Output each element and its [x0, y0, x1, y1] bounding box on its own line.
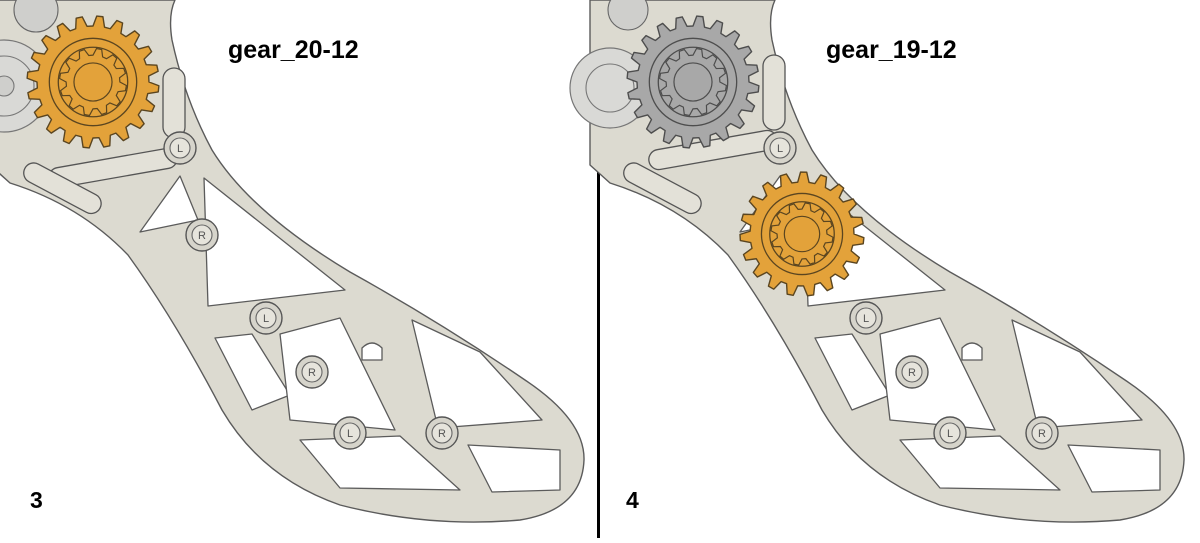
gear-20-12: [26, 15, 160, 149]
pin-letter: R: [908, 367, 916, 379]
pin-letter: R: [438, 428, 446, 440]
background-gear: [13, 0, 59, 33]
pin-letter: L: [263, 313, 269, 325]
pin-right: R: [895, 355, 929, 389]
pin-right: R: [295, 355, 329, 389]
gear-19-12: [739, 171, 865, 297]
panel-step-3: L R L R L R gear_20-12 3: [0, 0, 585, 523]
slot: [23, 162, 102, 215]
gear-20-12-installed: [626, 15, 760, 149]
pin-right: R: [185, 218, 219, 252]
pin-right: R: [425, 416, 459, 450]
pin-letter: L: [347, 428, 353, 440]
panel-step-4: L L R L R gear_19-12 4: [569, 0, 1185, 523]
pin-letter: R: [308, 367, 316, 379]
step-number: 3: [30, 487, 43, 513]
pin-right: R: [1025, 416, 1059, 450]
pin-letter: R: [1038, 428, 1046, 440]
slot: [623, 162, 702, 215]
pin-letter: R: [198, 230, 206, 242]
pin-left: L: [249, 301, 283, 335]
pin-letter: L: [947, 428, 953, 440]
pin-letter: L: [777, 143, 783, 155]
step-number: 4: [626, 487, 639, 513]
slot: [162, 67, 186, 139]
pin-letter: L: [863, 313, 869, 325]
gear-label: gear_19-12: [826, 36, 957, 64]
panel-divider: [597, 0, 600, 538]
pin-left: L: [763, 131, 797, 165]
gear-label: gear_20-12: [228, 36, 359, 64]
background-gear: [607, 0, 649, 31]
pin-left: L: [933, 416, 967, 450]
pin-left: L: [849, 301, 883, 335]
slot: [762, 54, 786, 131]
pin-left: L: [163, 131, 197, 165]
pin-left: L: [333, 416, 367, 450]
pin-letter: L: [177, 143, 183, 155]
